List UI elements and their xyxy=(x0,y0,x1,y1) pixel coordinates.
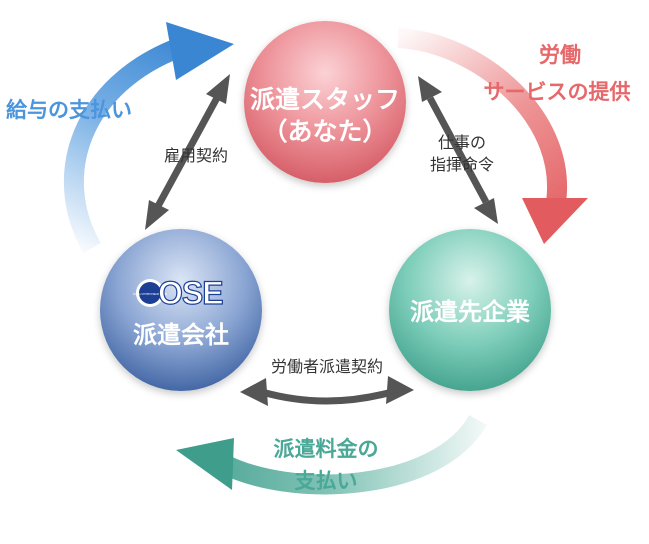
ose-logo: OSAKA SYSTEM ENGINEERING OSE xyxy=(133,274,225,311)
fee-flow-label-line2: 支払い xyxy=(295,469,358,493)
fee-flow-label-line1: 派遣料金の xyxy=(274,437,379,461)
salary-flow-label: 給与の支払い xyxy=(6,98,132,122)
fee-flow-arrow xyxy=(176,414,487,495)
dispatch-contract-arrow xyxy=(240,376,414,406)
dispatch-company-node: OSAKA SYSTEM ENGINEERING OSE 派遣会社 xyxy=(100,229,262,391)
work-command-label-line2: 指揮命令 xyxy=(430,155,494,174)
staff-node-subtitle: （あなた） xyxy=(262,117,387,146)
employment-contract-label: 雇用契約 xyxy=(164,146,228,165)
service-flow-label-line1: 労働 xyxy=(539,43,581,67)
staff-node: 派遣スタッフ （あなた） xyxy=(244,21,406,183)
ose-logo-tagline: OSAKA SYSTEM ENGINEERING xyxy=(133,293,168,296)
work-command-label-line1: 仕事の xyxy=(438,133,486,152)
ose-logo-text: OSE xyxy=(158,275,223,311)
dispatch-contract-label: 労働者派遣契約 xyxy=(271,357,383,376)
salary-flow-arrow xyxy=(63,22,234,253)
service-flow-label-line2: サービスの提供 xyxy=(484,80,631,104)
work-command-arrow xyxy=(418,76,498,224)
client-company-label: 派遣先企業 xyxy=(410,298,530,326)
staff-node-title: 派遣スタッフ xyxy=(250,85,400,114)
employment-contract-arrow xyxy=(145,74,230,230)
dispatch-company-label: 派遣会社 xyxy=(133,321,229,349)
service-flow-arrow xyxy=(397,28,588,244)
client-company-node: 派遣先企業 xyxy=(389,229,551,391)
